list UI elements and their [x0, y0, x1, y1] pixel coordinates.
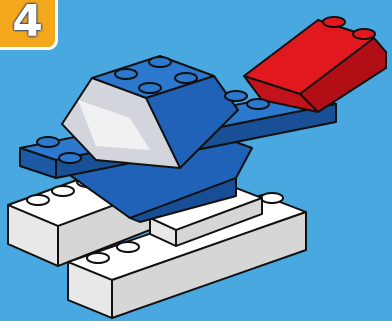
red-tail-slope: [244, 17, 386, 112]
